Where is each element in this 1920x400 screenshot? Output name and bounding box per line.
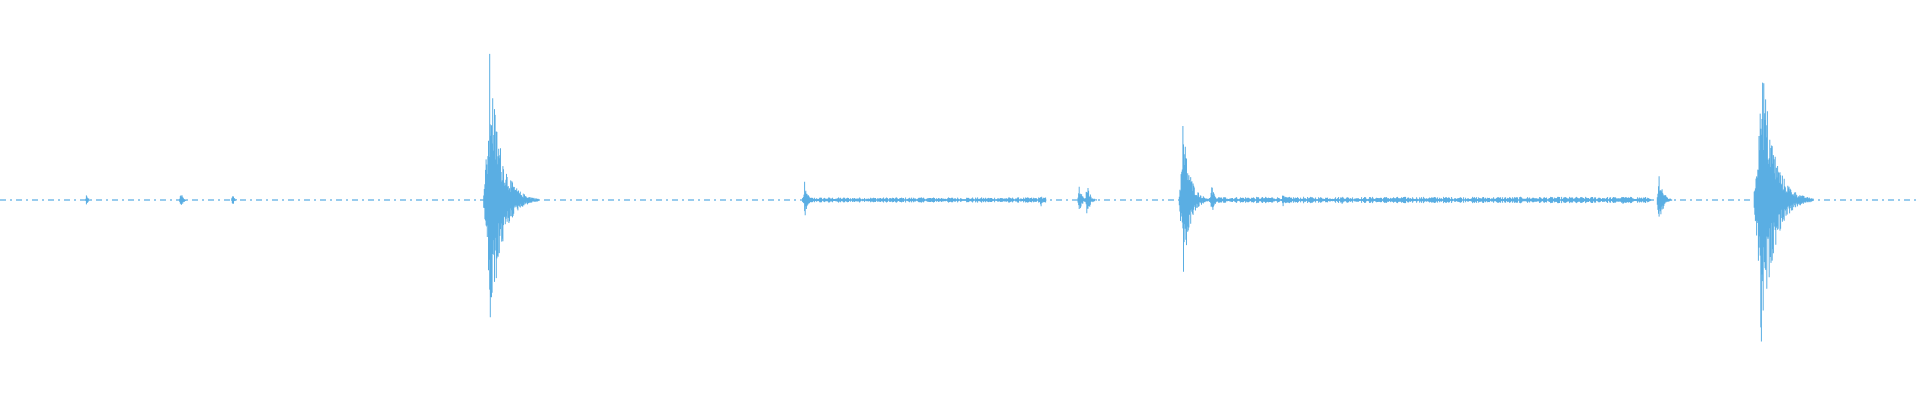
waveform-peak-8 — [1178, 126, 1214, 272]
waveform-peak-6 — [1077, 186, 1088, 209]
waveform-noise — [802, 196, 1652, 204]
waveform-peak-5 — [1039, 196, 1047, 207]
waveform-peaks — [85, 53, 1814, 342]
waveform-peak-4 — [802, 181, 815, 216]
waveform-peak-11 — [1341, 196, 1347, 204]
waveform-peak-7 — [1085, 188, 1097, 214]
waveform-peak-10 — [1281, 195, 1289, 207]
noise-segment-1 — [1209, 196, 1652, 204]
waveform-peak-0 — [85, 195, 90, 205]
waveform-peak-9 — [1210, 187, 1220, 210]
waveform-peak-3 — [483, 53, 539, 318]
waveform-peak-14 — [1753, 82, 1814, 342]
noise-segment-0 — [802, 197, 1047, 203]
waveform-peak-13 — [1656, 176, 1673, 217]
waveform-peak-12 — [1621, 197, 1629, 204]
waveform-peak-2 — [231, 196, 237, 204]
waveform-peak-1 — [179, 195, 187, 205]
